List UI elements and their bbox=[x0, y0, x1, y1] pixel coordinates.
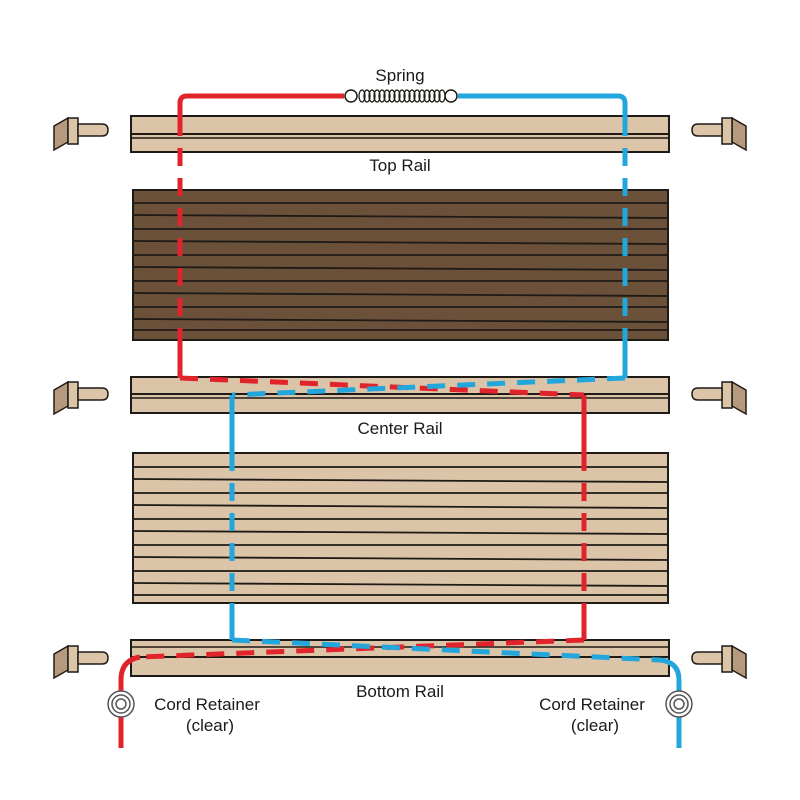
mounting-bracket-icon bbox=[691, 116, 747, 152]
center-rail-label: Center Rail bbox=[357, 419, 442, 438]
cord-retainer-left-label: Cord Retainer bbox=[154, 695, 260, 714]
cord-retainer-right-label: Cord Retainer bbox=[539, 695, 645, 714]
blue-cord bbox=[229, 93, 682, 748]
cord-retainer-left-sublabel: (clear) bbox=[186, 716, 234, 735]
mounting-bracket-icon bbox=[53, 644, 109, 680]
cord-retainer-icon bbox=[665, 690, 693, 718]
mounting-bracket-icon bbox=[691, 644, 747, 680]
cord-retainer-icon bbox=[107, 690, 135, 718]
spring-label: Spring bbox=[375, 66, 424, 85]
top-rail bbox=[130, 115, 670, 153]
spring-coil-icon bbox=[344, 89, 458, 103]
mounting-bracket-icon bbox=[53, 116, 109, 152]
lower-fabric-panel bbox=[132, 452, 669, 604]
top-rail-label: Top Rail bbox=[369, 156, 430, 175]
center-rail bbox=[130, 376, 670, 414]
mounting-bracket-icon bbox=[53, 380, 109, 416]
bottom-rail-label: Bottom Rail bbox=[356, 682, 444, 701]
mounting-bracket-icon bbox=[691, 380, 747, 416]
cord-retainer-right-sublabel: (clear) bbox=[571, 716, 619, 735]
upper-fabric-panel bbox=[132, 189, 669, 341]
